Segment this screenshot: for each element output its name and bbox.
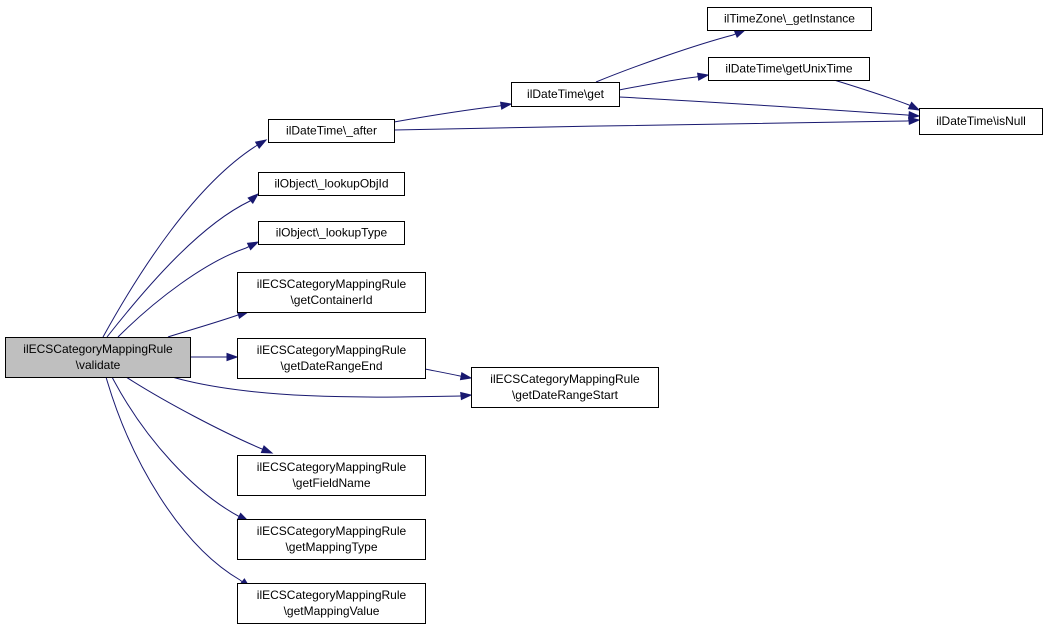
node-label: \getMappingType (285, 540, 377, 554)
node-label: ilDateTime\get (527, 87, 605, 101)
edge-get-to-getInstance (595, 29, 747, 83)
node-lookupObjId[interactable]: ilObject\_lookupObjId (258, 172, 405, 196)
edge-validate-to-lookupObjId (106, 192, 260, 338)
node-label: ilECSCategoryMappingRule (257, 460, 407, 474)
node-label: \getMappingValue (284, 604, 380, 618)
node-box (511, 82, 620, 107)
arrowhead (908, 110, 921, 120)
function-nodes: ilECSCategoryMappingRule \validate ilDateT… (5, 7, 1043, 624)
edge-validate-to-getMappingValue (105, 376, 252, 589)
node-box (471, 367, 659, 408)
arrowhead (733, 29, 747, 38)
edge-line (106, 200, 251, 338)
node-lookupType[interactable]: ilObject\_lookupType (258, 221, 405, 245)
arrowhead (907, 101, 921, 111)
edge-line (618, 76, 697, 91)
node-box (5, 337, 191, 378)
edge-line (424, 368, 461, 377)
node-box (919, 108, 1043, 135)
edge-line (117, 247, 247, 338)
node-getFieldName[interactable]: ilECSCategoryMappingRule \getFieldName (237, 455, 426, 496)
edge-getDateRangeEnd-to-getDateRangeStart (424, 368, 473, 381)
call-edges (102, 29, 921, 589)
arrowhead (696, 72, 710, 81)
edge-line (393, 105, 500, 123)
edge-line (111, 376, 241, 518)
node-box (268, 119, 395, 143)
edge-validate-to-getFieldName (125, 376, 274, 454)
arrowhead (499, 101, 513, 110)
node-getDateRangeEnd[interactable]: ilECSCategoryMappingRule \getDateRangeEnd (237, 338, 426, 379)
edge-validate-to-getDateRangeStart (171, 376, 473, 401)
edge-line (833, 79, 910, 106)
node-box (237, 338, 426, 379)
edge-getUnixTime-to-isNull (833, 79, 921, 111)
node-box (707, 7, 872, 31)
node-label: ilObject\_lookupObjId (274, 177, 388, 191)
arrowhead (459, 372, 473, 381)
node-isNull[interactable]: ilDateTime\isNull (919, 108, 1043, 135)
node-getMappingValue[interactable]: ilECSCategoryMappingRule \getMappingValue (237, 583, 426, 624)
arrowhead (247, 192, 260, 205)
node-label: ilECSCategoryMappingRule (257, 524, 407, 538)
arrowhead (226, 352, 239, 362)
node-label: ilECSCategoryMappingRule (257, 343, 407, 357)
arrowhead (254, 139, 268, 149)
node-label: \getFieldName (292, 476, 370, 490)
node-label: \getDateRangeStart (512, 388, 619, 402)
edge-line (167, 314, 239, 338)
node-label: \getContainerId (290, 293, 372, 307)
edge-line (102, 145, 257, 338)
node-label: \validate (76, 358, 121, 372)
edge-line (393, 120, 908, 131)
edge-validate-to-after (102, 139, 268, 338)
edge-line (125, 376, 263, 450)
node-getContainerId[interactable]: ilECSCategoryMappingRule \getContainerId (237, 272, 426, 313)
arrowhead (246, 241, 260, 251)
node-getUnixTime[interactable]: ilDateTime\getUnixTime (708, 57, 870, 81)
arrowhead (460, 391, 473, 401)
edge-get-to-isNull (618, 96, 921, 120)
edge-validate-to-getMappingType (111, 376, 250, 522)
node-label: ilDateTime\_after (286, 124, 377, 138)
node-getInstance[interactable]: ilTimeZone\_getInstance (707, 7, 872, 31)
node-validate[interactable]: ilECSCategoryMappingRule \validate (5, 337, 191, 378)
node-label: ilTimeZone\_getInstance (724, 12, 855, 26)
node-label: ilECSCategoryMappingRule (23, 342, 173, 356)
node-label: ilECSCategoryMappingRule (490, 372, 640, 386)
node-box (237, 272, 426, 313)
edge-after-to-isNull (393, 116, 921, 131)
node-box (258, 172, 405, 196)
edge-get-to-getUnixTime (618, 72, 710, 91)
edge-after-to-get (393, 101, 513, 123)
edge-line (245, 246, 250, 249)
node-box (237, 455, 426, 496)
edge-validate-to-getContainerId (167, 310, 250, 338)
node-label: ilDateTime\getUnixTime (725, 62, 852, 76)
arrowhead (908, 116, 921, 126)
node-box (708, 57, 870, 81)
node-after[interactable]: ilDateTime\_after (268, 119, 395, 143)
node-box (237, 583, 426, 624)
node-label: ilDateTime\isNull (936, 114, 1026, 128)
node-label: ilECSCategoryMappingRule (257, 588, 407, 602)
node-label: \getDateRangeEnd (280, 359, 382, 373)
node-label: ilECSCategoryMappingRule (257, 277, 407, 291)
node-getMappingType[interactable]: ilECSCategoryMappingRule \getMappingType (237, 519, 426, 560)
arrowhead (260, 445, 274, 454)
node-getDateRangeStart[interactable]: ilECSCategoryMappingRule \getDateRangeSta… (471, 367, 659, 408)
edge-line (618, 96, 908, 116)
node-box (237, 519, 426, 560)
edge-validate-to-lookupType (117, 241, 260, 338)
edge-validate-to-getDateRangeEnd (190, 352, 239, 362)
edge-line (171, 376, 462, 398)
node-get[interactable]: ilDateTime\get (511, 82, 620, 107)
node-label: ilObject\_lookupType (276, 226, 388, 240)
node-box (258, 221, 405, 245)
edge-line (595, 34, 734, 83)
edge-line (105, 376, 241, 581)
